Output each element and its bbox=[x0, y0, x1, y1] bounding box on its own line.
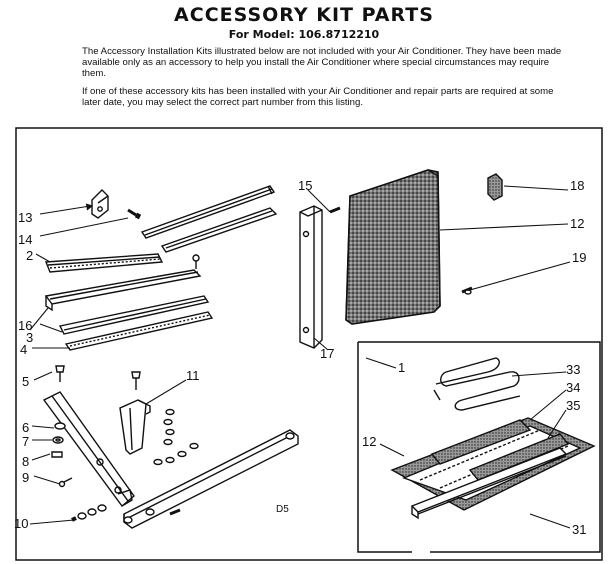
callout-16: 16 bbox=[18, 318, 32, 333]
part-19-screw bbox=[461, 286, 473, 295]
callout-33: 33 bbox=[566, 362, 580, 377]
callout-34: 34 bbox=[566, 380, 580, 395]
part-31-tray bbox=[390, 417, 596, 520]
callout-14: 14 bbox=[18, 232, 32, 247]
part-12-panel bbox=[345, 169, 441, 325]
intro-paragraph-2: If one of these accessory kits has been … bbox=[82, 86, 554, 108]
part-13-bracket bbox=[91, 189, 142, 220]
callout-12-inset: 12 bbox=[362, 434, 376, 449]
callout-13: 13 bbox=[18, 210, 32, 225]
callout-9: 9 bbox=[22, 470, 29, 485]
part-5-screw bbox=[55, 365, 65, 382]
callout-6: 6 bbox=[22, 420, 29, 435]
part-2-rail bbox=[44, 253, 164, 273]
page-title: ACCESSORY KIT PARTS bbox=[174, 4, 434, 26]
callout-11: 11 bbox=[186, 368, 200, 383]
callout-10: 10 bbox=[14, 516, 28, 531]
part-11-bracket bbox=[119, 371, 199, 466]
intro-paragraph-1: The Accessory Installation Kits illustra… bbox=[82, 46, 562, 79]
callout-3: 3 bbox=[26, 330, 33, 345]
model-number: For Model: 106.8712210 bbox=[228, 28, 380, 41]
callout-8: 8 bbox=[22, 454, 29, 469]
part-14-rail bbox=[140, 185, 278, 253]
callout-17: 17 bbox=[320, 346, 334, 361]
callout-15: 15 bbox=[298, 178, 312, 193]
part-10-base bbox=[71, 429, 299, 529]
callout-4: 4 bbox=[20, 342, 27, 357]
leader-lines bbox=[29, 185, 571, 529]
part-33-gasket bbox=[433, 357, 521, 411]
diagram-code: D5 bbox=[276, 504, 289, 515]
callout-19: 19 bbox=[572, 250, 586, 265]
callout-1: 1 bbox=[398, 360, 405, 375]
inset-frame bbox=[358, 341, 601, 553]
part-18-block bbox=[487, 173, 503, 201]
part-3-channel bbox=[44, 254, 202, 312]
part-6-brace bbox=[42, 391, 135, 508]
diagram-frame bbox=[15, 127, 603, 561]
callout-35: 35 bbox=[566, 398, 580, 413]
callout-18: 18 bbox=[570, 178, 584, 193]
callout-7: 7 bbox=[22, 434, 29, 449]
part-16-channel bbox=[58, 295, 214, 351]
part-7-8-9-hardware bbox=[51, 422, 73, 488]
callout-5: 5 bbox=[22, 374, 29, 389]
callout-12-top: 12 bbox=[570, 216, 584, 231]
callout-2: 2 bbox=[26, 248, 33, 263]
part-17-post bbox=[299, 205, 341, 349]
callout-31: 31 bbox=[572, 522, 586, 537]
